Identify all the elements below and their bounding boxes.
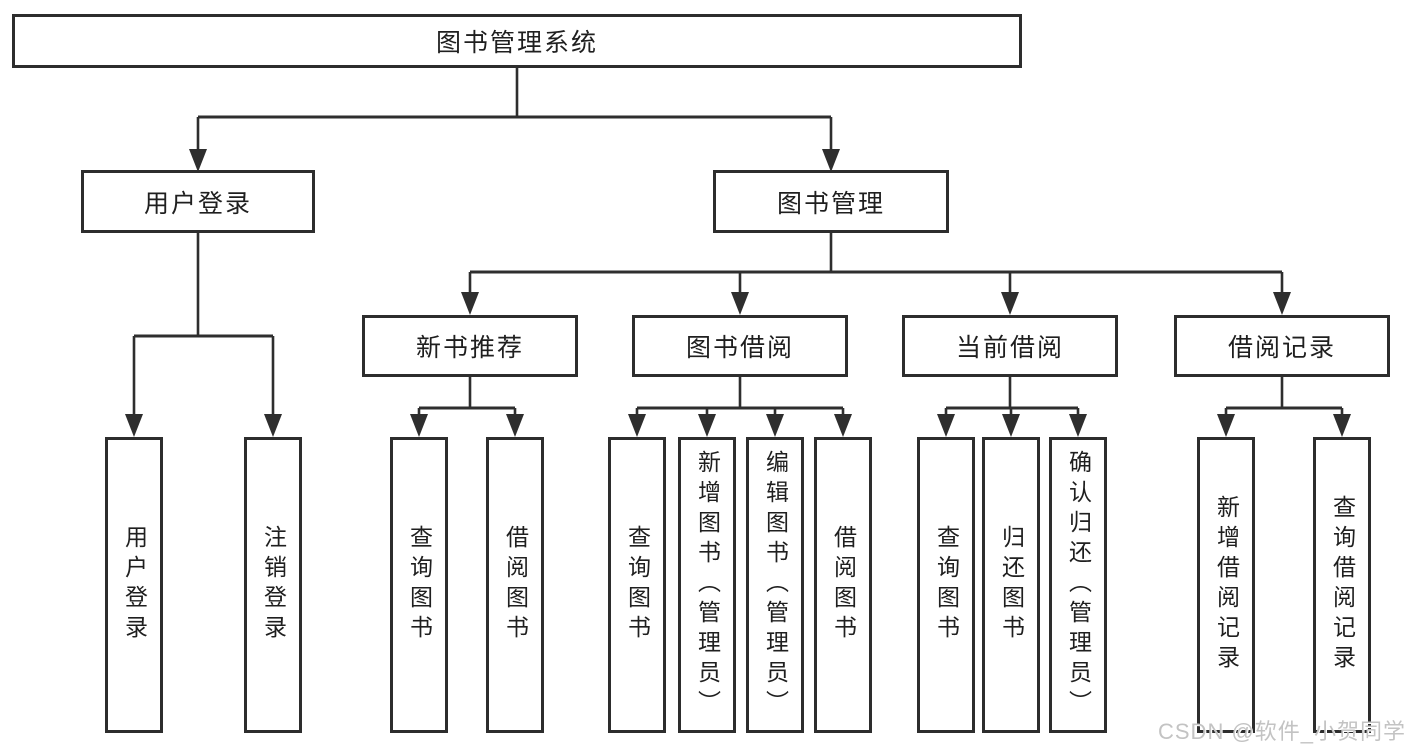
- leaf-label: 注销登录: [260, 525, 287, 645]
- node-leaf-query-books-borrow: 查询图书: [608, 437, 666, 733]
- node-leaf-add-borrow-record: 新增借阅记录: [1197, 437, 1255, 733]
- node-leaf-confirm-return-admin: 确认归还（管理员）: [1049, 437, 1107, 733]
- node-leaf-return-books: 归还图书: [982, 437, 1040, 733]
- node-user-login: 用户登录: [81, 170, 315, 233]
- node-leaf-borrow-books-recommend: 借阅图书: [486, 437, 544, 733]
- node-leaf-edit-book-admin: 编辑图书（管理员）: [746, 437, 804, 733]
- leaf-label: 查询图书: [624, 525, 651, 645]
- node-leaf-query-books-current: 查询图书: [917, 437, 975, 733]
- leaf-label: 归还图书: [998, 525, 1025, 645]
- node-leaf-user-login: 用户登录: [105, 437, 163, 733]
- node-book-management: 图书管理: [713, 170, 949, 233]
- node-leaf-logout: 注销登录: [244, 437, 302, 733]
- leaf-label: 借阅图书: [502, 525, 529, 645]
- node-leaf-query-books-recommend: 查询图书: [390, 437, 448, 733]
- leaf-label: 新增图书（管理员）: [694, 450, 721, 720]
- leaf-label: 查询图书: [406, 525, 433, 645]
- leaf-label: 确认归还（管理员）: [1065, 450, 1092, 720]
- leaf-label: 用户登录: [121, 525, 148, 645]
- leaf-label: 编辑图书（管理员）: [762, 450, 789, 720]
- node-borrowing-records: 借阅记录: [1174, 315, 1390, 377]
- leaf-label: 查询图书: [933, 525, 960, 645]
- node-leaf-add-book-admin: 新增图书（管理员）: [678, 437, 736, 733]
- leaf-label: 借阅图书: [830, 525, 857, 645]
- node-leaf-query-borrow-record: 查询借阅记录: [1313, 437, 1371, 733]
- leaf-label: 新增借阅记录: [1213, 495, 1240, 675]
- node-current-borrowing: 当前借阅: [902, 315, 1118, 377]
- node-new-book-recommend: 新书推荐: [362, 315, 578, 377]
- node-book-borrowing: 图书借阅: [632, 315, 848, 377]
- csdn-watermark: CSDN @软件_小贺同学: [1158, 719, 1405, 744]
- node-leaf-borrow-books: 借阅图书: [814, 437, 872, 733]
- node-root-system: 图书管理系统: [12, 14, 1022, 68]
- leaf-label: 查询借阅记录: [1329, 495, 1356, 675]
